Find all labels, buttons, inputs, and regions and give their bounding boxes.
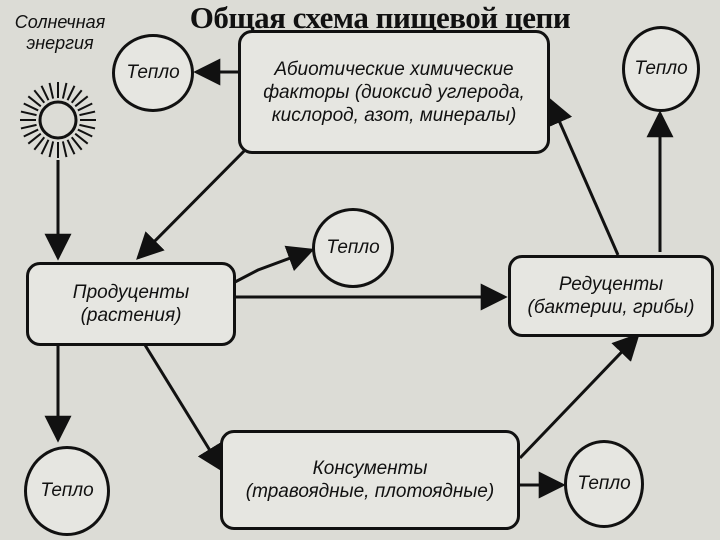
arrow-producers-to-consumers: [143, 344, 224, 473]
sun-ray: [66, 139, 76, 155]
sun-ray: [70, 89, 83, 104]
heat-node-top-left: Тепло: [112, 34, 194, 112]
sun-ray: [20, 123, 37, 130]
heat-node-bottom-left: Тепло: [24, 446, 110, 536]
node-reducers: Редуценты (бактерии, грибы): [508, 255, 714, 337]
node-abiotic-factors: Абиотические химические факторы (диоксид…: [238, 30, 550, 154]
sun-ray: [74, 95, 89, 108]
sun-ray: [70, 136, 83, 151]
sun-ray: [23, 102, 39, 112]
sun-ray: [23, 128, 39, 138]
sun-ray: [40, 85, 50, 101]
heat-node-bottom-right: Тепло: [564, 440, 644, 528]
sun-ray: [79, 110, 96, 117]
sun-ray: [61, 82, 68, 99]
sun-ray: [48, 82, 55, 99]
node-consumers: Консументы (травоядные, плотоядные): [220, 430, 520, 530]
sun-ray: [48, 141, 55, 158]
sun-ray: [27, 95, 42, 108]
arrow-abiotic-to-producers: [136, 138, 257, 260]
sun-ray: [33, 89, 46, 104]
sun-energy-label: Солнечная энергия: [14, 12, 106, 53]
arrow-reducers-to-abiotic: [547, 97, 620, 256]
diagram-title: Общая схема пищевой цепи: [189, 0, 571, 35]
sun-ray: [77, 128, 93, 138]
arrow-consumers-to-reducers: [518, 333, 640, 460]
sun-ray: [74, 132, 89, 145]
sun-ray: [27, 132, 42, 145]
heat-node-middle: Тепло: [312, 208, 394, 288]
sun-ray: [66, 85, 76, 101]
sun-icon: [20, 82, 96, 158]
heat-node-top-right: Тепло: [622, 26, 700, 112]
sun-ray: [33, 136, 46, 151]
sun-ray: [20, 110, 37, 117]
sun-ray: [61, 141, 68, 158]
sun-ray: [77, 102, 93, 112]
arrow-producers-to-heat: [234, 245, 315, 284]
sun-ray: [40, 139, 50, 155]
node-producers: Продуценты (растения): [26, 262, 236, 346]
sun-ray: [79, 123, 96, 130]
